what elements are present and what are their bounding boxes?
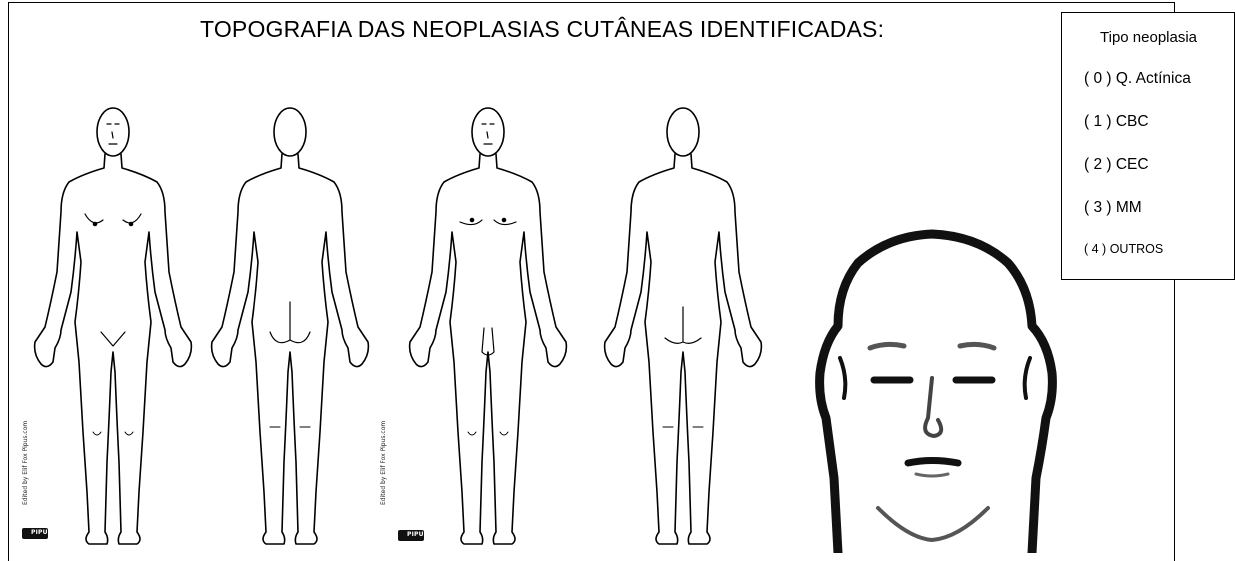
male-back-figure	[605, 108, 762, 544]
legend-item-cec: ( 2 ) CEC	[1084, 156, 1149, 174]
male-front-figure	[410, 108, 567, 544]
legend-item-mm: ( 3 ) MM	[1084, 199, 1142, 217]
female-back-figure	[212, 108, 369, 544]
male-credit: Edited by Elif Fox Pipus.com	[380, 421, 387, 505]
female-front-figure	[35, 108, 192, 544]
neoplasm-type-legend: Tipo neoplasia ( 0 ) Q. Actínica ( 1 ) C…	[1061, 12, 1235, 280]
legend-title: Tipo neoplasia	[1100, 29, 1197, 46]
body-diagrams	[18, 98, 808, 548]
legend-item-actinic: ( 0 ) Q. Actínica	[1084, 70, 1191, 88]
legend-item-outros: ( 4 ) OUTROS	[1084, 242, 1163, 256]
pipus-logo-right: PIPUS	[398, 530, 424, 541]
pipus-logo-left: PIPUS	[22, 528, 48, 539]
female-credit: Edited by Elif Fox Pipus.com	[22, 421, 29, 505]
legend-item-cbc: ( 1 ) CBC	[1084, 113, 1149, 131]
page-title: TOPOGRAFIA DAS NEOPLASIAS CUTÂNEAS IDENT…	[200, 16, 884, 43]
face-diagram	[808, 208, 1098, 553]
